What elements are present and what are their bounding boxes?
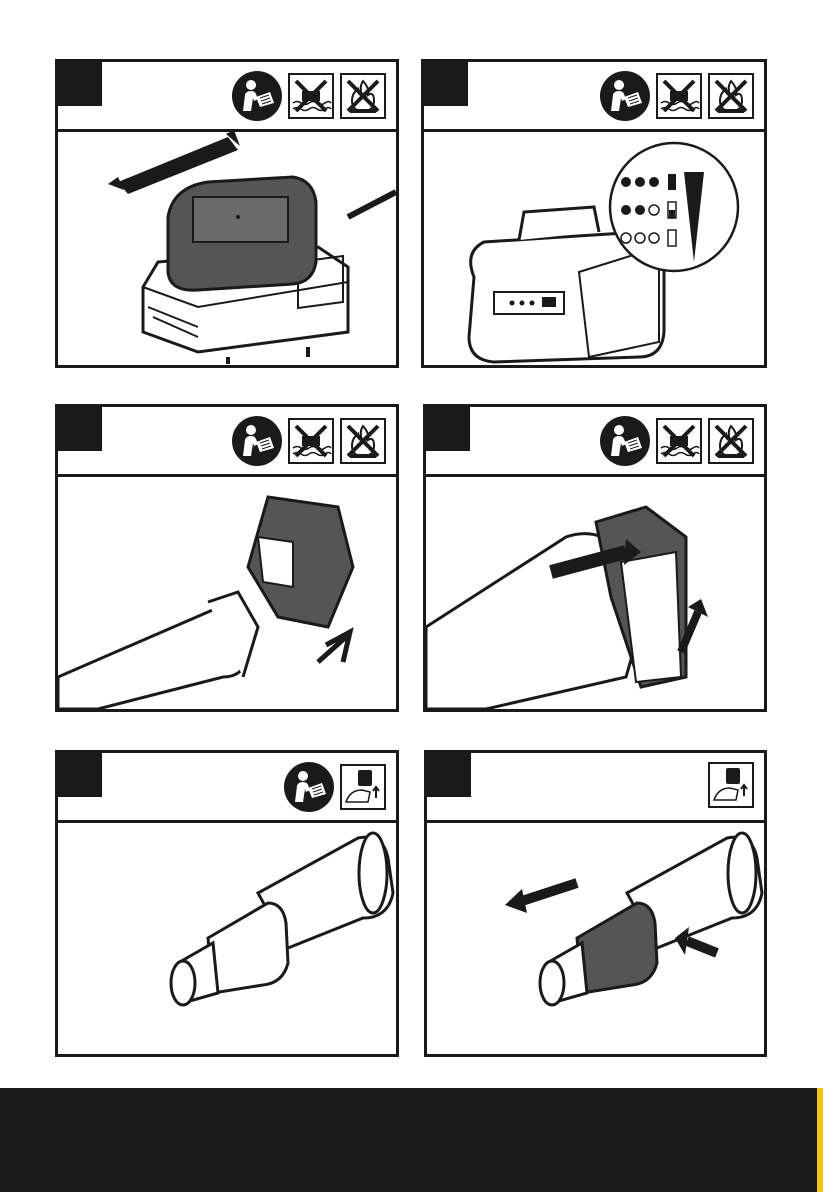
warning-icons [708, 762, 754, 808]
no-water-icon [288, 418, 334, 464]
no-fire-icon [708, 73, 754, 119]
detach-nozzle-illustration [427, 823, 764, 1054]
read-manual-icon [600, 416, 650, 466]
warning-icons [600, 416, 754, 466]
remove-battery-icon [708, 762, 754, 808]
read-manual-icon [232, 416, 282, 466]
battery-indicator-panel [421, 59, 767, 368]
step-number-box [426, 407, 470, 451]
read-manual-icon [232, 71, 282, 121]
read-manual-icon [600, 71, 650, 121]
no-water-icon [656, 418, 702, 464]
no-fire-icon [340, 418, 386, 464]
step-number-box [58, 407, 102, 451]
step-number-box [424, 62, 468, 106]
no-fire-icon [340, 73, 386, 119]
step-number-box [427, 753, 471, 797]
charge-battery-panel [55, 59, 399, 368]
panel-header [58, 407, 396, 477]
warning-icons [600, 71, 754, 121]
footer-accent-stripe [817, 1088, 823, 1192]
attach-nozzle-illustration [58, 823, 396, 1054]
install-battery-illustration [58, 477, 396, 709]
page-footer [0, 1088, 823, 1192]
panel-header [426, 407, 764, 477]
charger-illustration [58, 132, 396, 365]
panel-header [427, 753, 764, 823]
step-number-box [58, 753, 102, 797]
no-water-icon [288, 73, 334, 119]
remove-battery-panel [423, 404, 767, 712]
remove-battery-icon [340, 764, 386, 810]
panel-header [424, 62, 764, 132]
detach-nozzle-panel [424, 750, 767, 1057]
remove-battery-illustration [426, 477, 764, 709]
install-battery-panel [55, 404, 399, 712]
battery-indicator-illustration [424, 132, 764, 365]
panel-header [58, 62, 396, 132]
attach-nozzle-panel [55, 750, 399, 1057]
warning-icons [232, 416, 386, 466]
panel-header [58, 753, 396, 823]
warning-icons [232, 71, 386, 121]
step-number-box [58, 62, 102, 106]
no-water-icon [656, 73, 702, 119]
no-fire-icon [708, 418, 754, 464]
read-manual-icon [284, 762, 334, 812]
warning-icons [284, 762, 386, 812]
